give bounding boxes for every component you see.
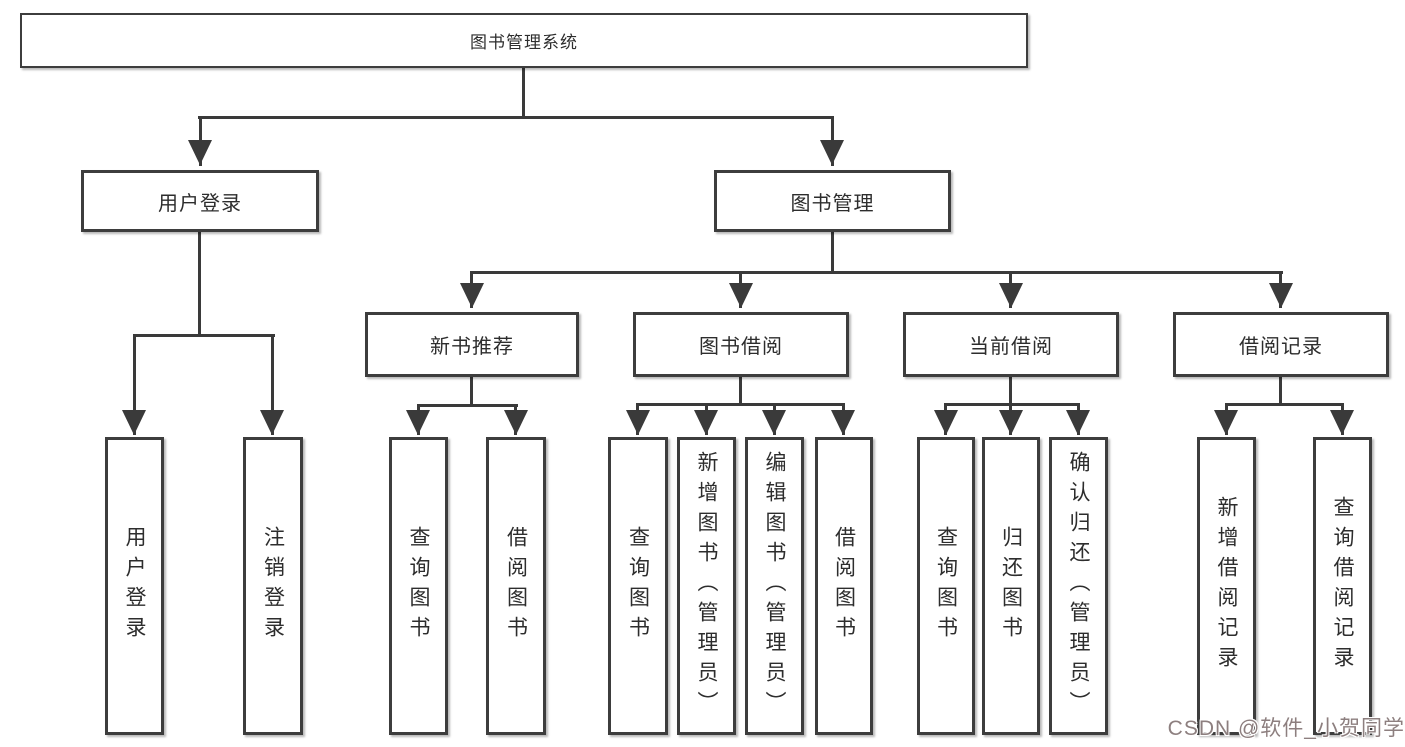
leaf-newbooks-borrow-books: 借阅图书	[486, 437, 546, 735]
arrowhead-down-icon	[260, 410, 284, 435]
leaf-borrow-query-books: 查询图书	[608, 437, 668, 735]
leaf-label: 借阅图书	[832, 526, 856, 646]
connector-newbooks-stub	[470, 377, 473, 406]
leaf-label: 查询图书	[407, 526, 430, 646]
connector-root-bar	[198, 116, 834, 119]
arrowhead-down-icon	[694, 410, 718, 435]
leaf-records-query-record: 查询借阅记录	[1313, 437, 1372, 735]
arrowhead-down-icon	[188, 140, 212, 165]
connector-root-stub	[522, 68, 525, 118]
leaf-label: 新增借阅记录	[1215, 496, 1238, 676]
node-label: 图书借阅	[699, 336, 783, 358]
leaf-label: 确认归还（管理员）	[1067, 451, 1090, 721]
node-label: 借阅记录	[1239, 336, 1323, 358]
leaf-borrow-edit-books-admin: 编辑图书（管理员）	[745, 437, 804, 735]
arrowhead-down-icon	[460, 283, 484, 308]
connector-borrow-bar	[636, 403, 845, 406]
node-user-login: 用户登录	[81, 170, 319, 232]
leaf-label: 查询图书	[934, 526, 958, 646]
connector-records-stub	[1279, 377, 1282, 405]
connector-login-stub	[198, 232, 201, 336]
node-label: 新书推荐	[430, 336, 514, 358]
arrowhead-down-icon	[626, 410, 650, 435]
arrowhead-down-icon	[934, 410, 958, 435]
connector-records-bar	[1225, 403, 1344, 406]
connector-borrow-stub	[739, 377, 742, 405]
leaf-label: 查询图书	[626, 526, 650, 646]
node-book-borrowing: 图书借阅	[633, 312, 849, 377]
leaf-user-login: 用户登录	[105, 437, 164, 735]
connector-current-bar	[944, 403, 1080, 406]
node-library-management-system: 图书管理系统	[20, 13, 1028, 68]
leaf-label: 用户登录	[123, 526, 146, 646]
leaf-newbooks-query-books: 查询图书	[389, 437, 448, 735]
leaf-current-return-books: 归还图书	[982, 437, 1040, 735]
leaf-logout: 注销登录	[243, 437, 303, 735]
arrowhead-down-icon	[1330, 410, 1354, 435]
leaf-current-query-books: 查询图书	[917, 437, 975, 735]
node-new-book-recommendation: 新书推荐	[365, 312, 579, 377]
arrowhead-down-icon	[831, 410, 855, 435]
leaf-borrow-add-books-admin: 新增图书（管理员）	[677, 437, 736, 735]
arrowhead-down-icon	[1269, 283, 1293, 308]
csdn-watermark: CSDN @软件_小贺同学	[1167, 717, 1405, 740]
leaf-records-add-record: 新增借阅记录	[1197, 437, 1256, 735]
arrowhead-down-icon	[1214, 410, 1238, 435]
leaf-label: 借阅图书	[504, 526, 528, 646]
connector-mgmt-stub	[831, 232, 834, 273]
arrowhead-down-icon	[1066, 410, 1090, 435]
arrowhead-down-icon	[999, 283, 1023, 308]
connector-current-stub	[1009, 377, 1012, 405]
arrowhead-down-icon	[762, 410, 786, 435]
leaf-label: 编辑图书（管理员）	[763, 451, 786, 721]
node-label: 图书管理	[790, 192, 875, 215]
connector-login-drop	[133, 334, 136, 435]
connector-mgmt-bar	[470, 271, 1283, 274]
arrowhead-down-icon	[122, 410, 146, 435]
arrowhead-down-icon	[504, 410, 528, 435]
leaf-label: 归还图书	[999, 526, 1023, 646]
node-book-management: 图书管理	[714, 170, 951, 232]
arrowhead-down-icon	[729, 283, 753, 308]
leaf-label: 注销登录	[261, 526, 285, 646]
node-label: 图书管理系统	[470, 33, 578, 52]
node-label: 当前借阅	[969, 336, 1053, 358]
leaf-borrow-borrow-books: 借阅图书	[815, 437, 873, 735]
leaf-current-confirm-return-admin: 确认归还（管理员）	[1049, 437, 1108, 735]
leaf-label: 新增图书（管理员）	[695, 451, 718, 721]
connector-newbooks-bar	[417, 404, 518, 407]
arrowhead-down-icon	[406, 410, 430, 435]
arrowhead-down-icon	[999, 410, 1023, 435]
connector-login-bar	[133, 334, 275, 337]
leaf-label: 查询借阅记录	[1331, 496, 1354, 676]
node-current-borrowing: 当前借阅	[903, 312, 1119, 377]
connector-login-drop	[271, 334, 274, 435]
node-label: 用户登录	[158, 192, 242, 215]
arrowhead-down-icon	[820, 140, 844, 165]
node-borrowing-records: 借阅记录	[1173, 312, 1389, 377]
